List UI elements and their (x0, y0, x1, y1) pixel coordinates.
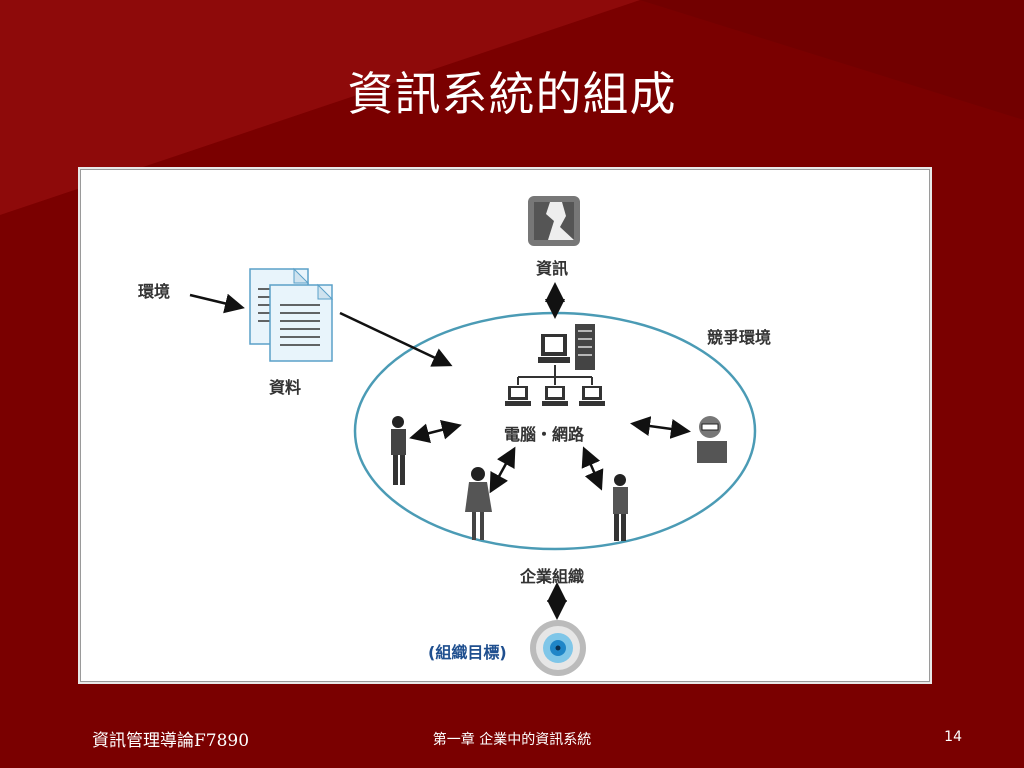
document-stack-icon (249, 267, 334, 362)
person-icon (697, 416, 727, 463)
slide-title: 資訊系統的組成 (347, 67, 677, 121)
footer-page-number: 14 (944, 729, 962, 745)
arrow-person-right (630, 416, 691, 439)
person-icon (613, 474, 628, 541)
person-icon (391, 416, 406, 485)
information-image-icon (528, 196, 580, 246)
diagram-figure: 環境 資料 資訊 競爭環境 電腦・網路 企業組織 (組織目標) (78, 167, 932, 684)
arrow-person-lower-left (489, 446, 516, 494)
label-data: 資料 (269, 378, 302, 397)
arrow-person-lower-right (581, 446, 604, 491)
footer-course-name: 資訊管理導論F7890 (92, 731, 250, 751)
label-enterprise: 企業組織 (520, 567, 585, 586)
target-icon (530, 620, 586, 676)
arrow-person-left (409, 420, 462, 443)
diagram-canvas (189, 196, 757, 676)
terminal-icon (505, 386, 605, 406)
label-environment: 環境 (138, 282, 171, 301)
label-computer-network: 電腦・網路 (504, 425, 585, 444)
label-information: 資訊 (536, 259, 569, 278)
computer-server-icon (517, 324, 595, 385)
arrow-env-data (189, 293, 245, 314)
arrow-data-system (339, 311, 453, 367)
label-competitive-environment: 競爭環境 (707, 328, 772, 347)
footer-chapter: 第一章 企業中的資訊系統 (432, 732, 592, 748)
label-organization-goal: (組織目標) (428, 643, 507, 662)
person-icon (465, 467, 492, 540)
